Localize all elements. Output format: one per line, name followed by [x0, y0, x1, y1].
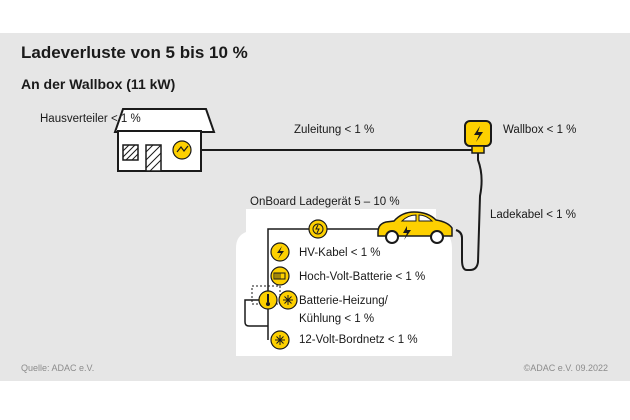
- label-wallbox: Wallbox < 1 %: [503, 124, 577, 136]
- house-icon: [113, 108, 216, 172]
- diagram-title: Ladeverluste von 5 bis 10 %: [21, 43, 248, 62]
- label-hv-batterie: Hoch-Volt-Batterie < 1 %: [299, 271, 426, 283]
- label-hausverteiler: Hausverteiler < 1 %: [40, 113, 141, 125]
- label-hv-kabel: HV-Kabel < 1 %: [299, 247, 381, 259]
- car-system-outline: [239, 217, 257, 247]
- footer-source: Quelle: ADAC e.V.: [21, 363, 95, 373]
- label-ladekabel: Ladekabel < 1 %: [490, 209, 576, 221]
- ladekabel-line: [455, 150, 483, 271]
- diagram-subtitle: An der Wallbox (11 kW): [21, 76, 176, 92]
- label-heizung-1: Batterie-Heizung/: [299, 295, 388, 307]
- label-zuleitung: Zuleitung < 1 %: [294, 124, 375, 136]
- label-onboard: OnBoard Ladegerät 5 – 10 %: [250, 196, 400, 208]
- car-system-area: [236, 209, 452, 356]
- lightning-icon: [270, 242, 290, 262]
- label-heizung-2: Kühlung < 1 %: [299, 313, 375, 325]
- thermometer-icon: [258, 290, 278, 310]
- footer-copyright: ©ADAC e.V. 09.2022: [523, 363, 608, 373]
- snowflake-icon: [278, 290, 298, 310]
- network-icon: [270, 330, 290, 350]
- charger-icon: [308, 219, 328, 239]
- battery-icon: [270, 266, 290, 286]
- label-bordnetz: 12-Volt-Bordnetz < 1 %: [299, 334, 418, 346]
- internal-wiring-loop: [244, 299, 268, 327]
- fuse-box-icon: [172, 140, 192, 160]
- wallbox-icon: [464, 120, 492, 154]
- car-icon: [377, 211, 453, 244]
